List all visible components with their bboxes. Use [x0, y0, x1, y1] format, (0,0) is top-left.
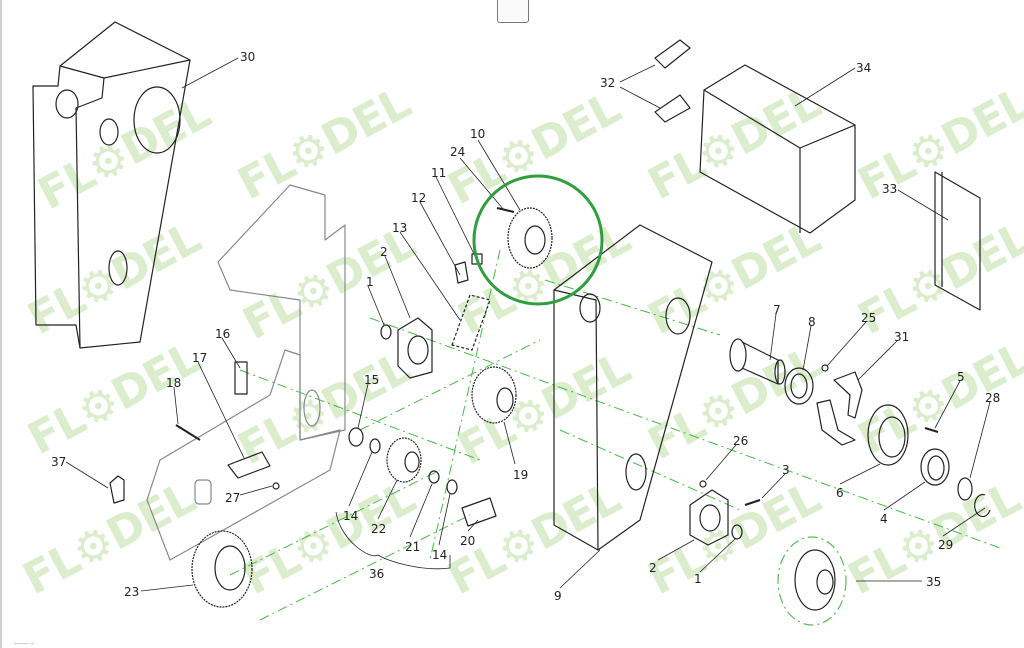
callout-label-12[interactable]: 12 [411, 191, 427, 205]
part-25-nut [821, 364, 829, 372]
sprocket-10 [507, 207, 553, 269]
part-21-spacer [428, 470, 440, 484]
callout-label-27[interactable]: 27 [225, 491, 241, 505]
part-1-ring-lower [731, 524, 743, 540]
leader-lines [65, 57, 991, 592]
footer-text: ──── ─ [14, 641, 34, 648]
part-11-key [471, 253, 483, 265]
callout-label-37[interactable]: 37 [51, 455, 67, 469]
callout-label-32[interactable]: 32 [600, 76, 616, 90]
part-14-bearing-b [446, 479, 458, 495]
part-28-washer [957, 477, 973, 501]
machine-thumbnail-icon[interactable] [497, 0, 529, 23]
part-29-circlip [974, 493, 991, 518]
callout-label-9[interactable]: 9 [554, 589, 562, 603]
part-3-bolt [744, 499, 761, 506]
callout-label-22[interactable]: 22 [371, 522, 387, 536]
callout-label-11[interactable]: 11 [431, 166, 447, 180]
part-20-bolt [461, 497, 497, 527]
callout-label-10[interactable]: 10 [470, 127, 486, 141]
part-2-flange-lower [689, 489, 729, 546]
callout-label-25[interactable]: 25 [861, 311, 877, 325]
callout-label-35[interactable]: 35 [926, 575, 942, 589]
part-15-bearing [348, 427, 364, 447]
part-13-chain [451, 294, 491, 351]
callout-label-28[interactable]: 28 [985, 391, 1001, 405]
callout-label-8[interactable]: 8 [808, 315, 816, 329]
part-12-pin [454, 261, 469, 284]
part-17-bracket [227, 451, 271, 479]
callout-label-4[interactable]: 4 [880, 512, 888, 526]
highlight-circle [472, 174, 604, 306]
part-9-frame-plate [553, 224, 713, 551]
part-24-bolt [496, 207, 515, 213]
rear-frame [146, 184, 346, 561]
callout-label-30[interactable]: 30 [240, 50, 256, 64]
part-16-plate [234, 361, 248, 395]
callout-label-2b[interactable]: 2 [649, 561, 657, 575]
sprocket-22 [386, 437, 422, 483]
callout-label-31[interactable]: 31 [894, 330, 910, 344]
callout-label-29[interactable]: 29 [938, 538, 954, 552]
callout-label-24[interactable]: 24 [450, 145, 466, 159]
callout-label-33[interactable]: 33 [882, 182, 898, 196]
callout-label-14b[interactable]: 14 [432, 548, 448, 562]
callout-label-14a[interactable]: 14 [343, 509, 359, 523]
callout-label-36[interactable]: 36 [369, 567, 385, 581]
callout-label-2a[interactable]: 2 [380, 245, 388, 259]
part-30-frame-plate [32, 21, 191, 349]
part-2-flange-upper [397, 317, 433, 379]
part-14-bearing [369, 438, 381, 454]
callout-label-15[interactable]: 15 [364, 373, 380, 387]
callout-label-19[interactable]: 19 [513, 468, 529, 482]
callout-label-13[interactable]: 13 [392, 221, 408, 235]
left-border [0, 0, 2, 648]
callout-label-3[interactable]: 3 [782, 463, 790, 477]
callout-label-18[interactable]: 18 [166, 376, 182, 390]
part-1-ring [380, 324, 392, 340]
part-35-assembly [777, 536, 847, 626]
sprocket-23 [191, 530, 253, 608]
callout-label-6[interactable]: 6 [836, 486, 844, 500]
part-27-nut [272, 482, 280, 490]
callout-label-16[interactable]: 16 [215, 327, 231, 341]
sprocket-19 [471, 366, 517, 424]
callout-label-1a[interactable]: 1 [366, 275, 374, 289]
callout-label-26[interactable]: 26 [733, 434, 749, 448]
part-4-bearing [920, 448, 950, 486]
callout-label-17[interactable]: 17 [192, 351, 208, 365]
part-34-cover [699, 64, 856, 234]
part-18-bolt [175, 424, 201, 441]
centerlines [229, 249, 1001, 621]
callout-label-1b[interactable]: 1 [694, 572, 702, 586]
callout-label-20[interactable]: 20 [460, 534, 476, 548]
part-26-nut [699, 480, 707, 488]
part-6-hub [867, 404, 909, 466]
part-5-bolt [924, 427, 939, 433]
part-37-clip [109, 475, 125, 504]
callout-label-34[interactable]: 34 [856, 61, 872, 75]
callout-label-5[interactable]: 5 [957, 370, 965, 384]
callout-label-7[interactable]: 7 [773, 303, 781, 317]
part-31-clamp [833, 371, 863, 419]
part-32-brackets [654, 39, 691, 123]
callout-label-23[interactable]: 23 [124, 585, 140, 599]
part-7-shaft [729, 338, 747, 372]
callout-label-21[interactable]: 21 [405, 540, 421, 554]
part-33-strip [934, 171, 981, 311]
part-8-bearing [784, 367, 814, 405]
